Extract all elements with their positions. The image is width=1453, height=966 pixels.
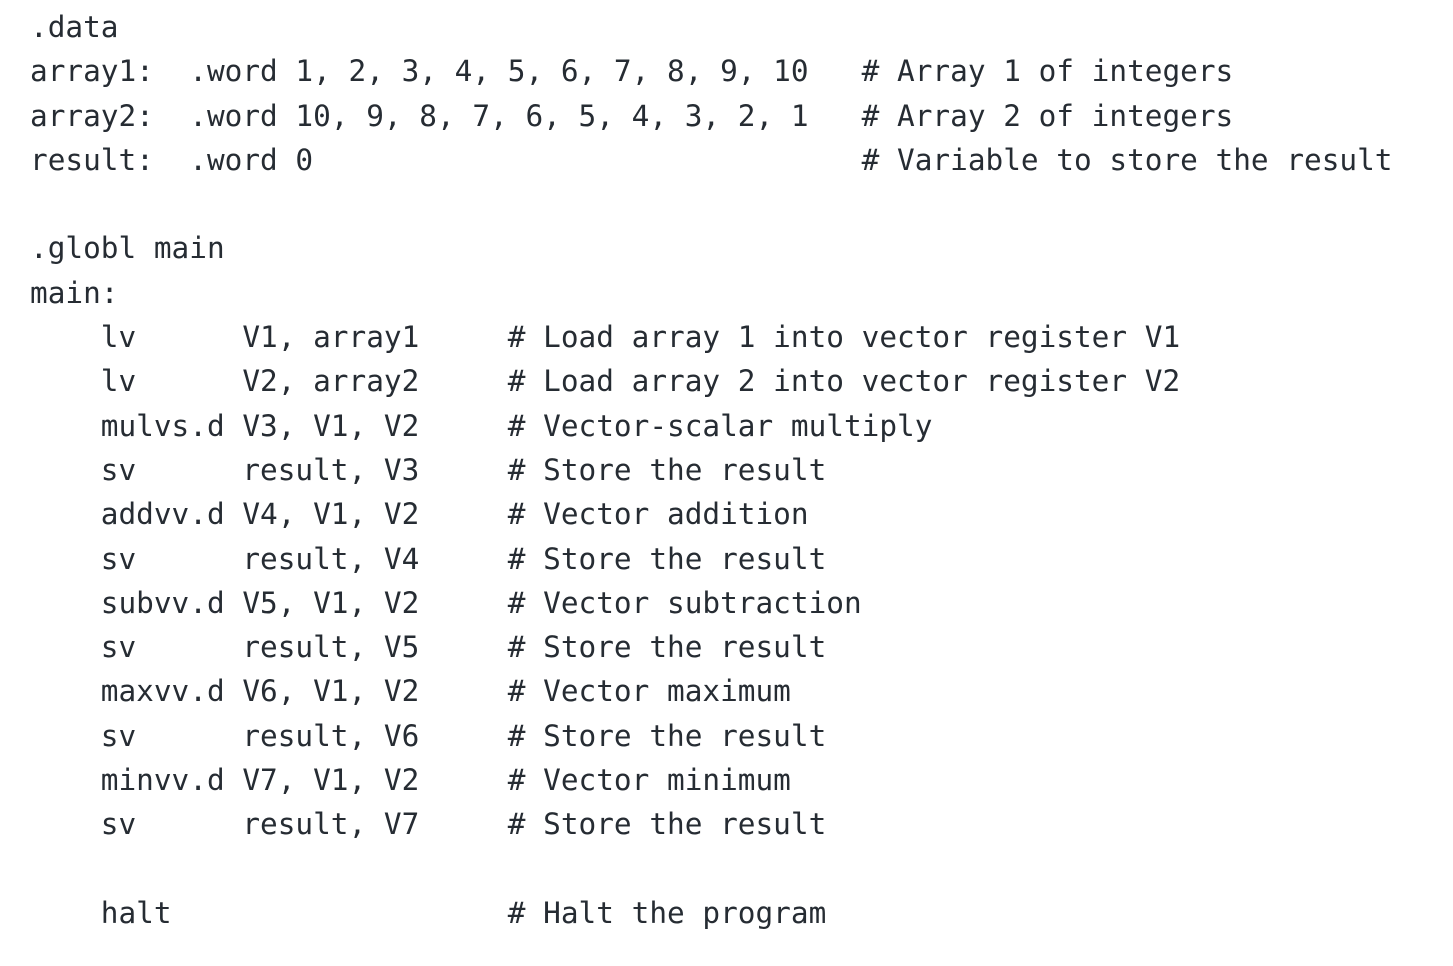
code-line-blank-2 (30, 847, 1453, 891)
code-line-mulvs: mulvs.d V3, V1, V2 # Vector-scalar multi… (30, 408, 933, 443)
code-line-sv-v3: sv result, V3 # Store the result (30, 452, 827, 487)
code-line-subvv: subvv.d V5, V1, V2 # Vector subtraction (30, 585, 862, 620)
code-line-blank (30, 182, 1453, 226)
code-line-addvv: addvv.d V4, V1, V2 # Vector addition (30, 497, 809, 532)
code-line-lv-v2: lv V2, array2 # Load array 2 into vector… (30, 364, 1181, 399)
code-listing: .data array1: .word 1, 2, 3, 4, 5, 6, 7, … (30, 10, 1453, 930)
code-line-lv-v1: lv V1, array1 # Load array 1 into vector… (30, 320, 1181, 355)
code-line-data-directive: .data (30, 10, 119, 44)
code-line-sv-v6: sv result, V6 # Store the result (30, 718, 827, 753)
code-line-sv-v4: sv result, V4 # Store the result (30, 541, 827, 576)
code-line-sv-v7: sv result, V7 # Store the result (30, 807, 827, 842)
code-line-result: result: .word 0 # Variable to store the … (30, 142, 1393, 177)
code-line-sv-v5: sv result, V5 # Store the result (30, 630, 827, 665)
code-line-main-label: main: (30, 275, 119, 310)
code-line-array1: array1: .word 1, 2, 3, 4, 5, 6, 7, 8, 9,… (30, 54, 1234, 89)
code-line-maxvv: maxvv.d V6, V1, V2 # Vector maximum (30, 674, 791, 709)
code-line-globl: .globl main (30, 231, 225, 266)
code-line-halt: halt # Halt the program (30, 895, 827, 930)
code-line-array2: array2: .word 10, 9, 8, 7, 6, 5, 4, 3, 2… (30, 98, 1234, 133)
code-line-minvv: minvv.d V7, V1, V2 # Vector minimum (30, 763, 791, 798)
